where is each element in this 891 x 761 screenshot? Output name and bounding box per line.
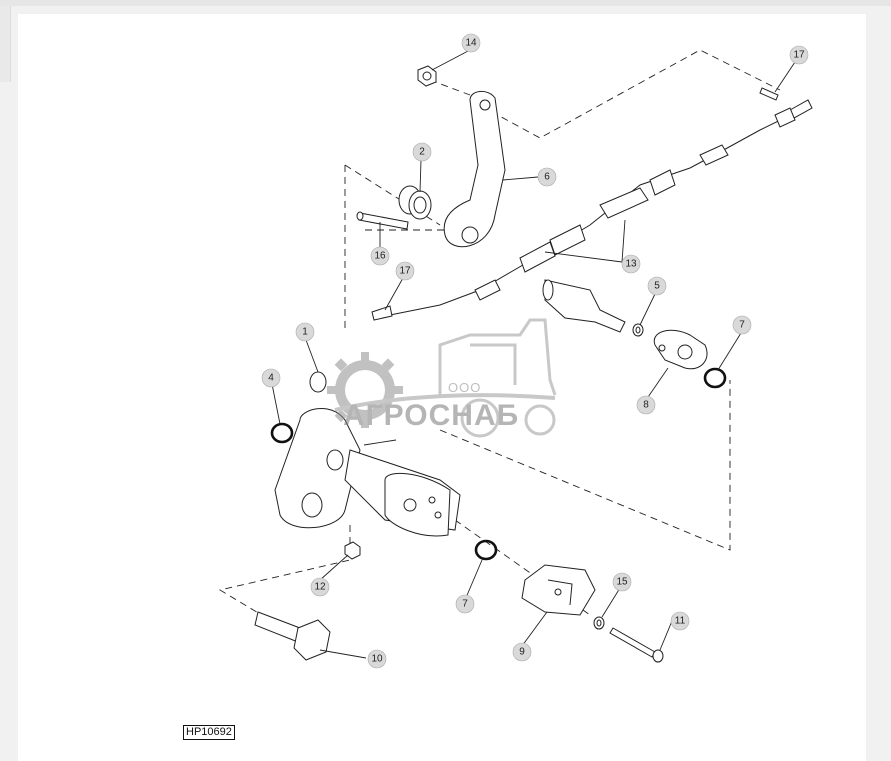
callout-6: 6 (537, 167, 557, 187)
part-16-pin (356, 211, 409, 230)
top-bar (0, 0, 891, 6)
svg-text:2: 2 (419, 147, 425, 158)
svg-text:4: 4 (268, 373, 274, 384)
svg-text:10: 10 (371, 654, 383, 665)
callout-7-right: 7 (732, 315, 752, 335)
part-8-flange-block (653, 329, 708, 370)
svg-text:17: 17 (793, 50, 805, 61)
callout-4: 4 (261, 368, 281, 388)
leader-lines (271, 49, 796, 659)
svg-text:9: 9 (519, 647, 525, 658)
part-2-bushing (398, 185, 432, 220)
callouts: 14 17 2 6 16 13 17 5 (261, 33, 809, 669)
part-10-hex-bolt (254, 611, 331, 661)
part-12-nut (344, 541, 361, 560)
callout-13: 13 (621, 254, 641, 274)
svg-text:11: 11 (675, 616, 686, 627)
svg-text:12: 12 (314, 582, 326, 593)
left-edge-strip (0, 6, 11, 82)
svg-text:8: 8 (643, 400, 649, 411)
lower-arm-assembly (274, 407, 461, 537)
callout-7-lower: 7 (455, 594, 475, 614)
callout-5: 5 (647, 276, 667, 296)
part-17-bolt-top (759, 87, 779, 101)
part-14-nut (417, 65, 437, 87)
svg-text:1: 1 (302, 327, 308, 338)
part-11-bolt (609, 627, 664, 663)
svg-text:13: 13 (625, 259, 637, 270)
callout-15: 15 (612, 572, 632, 592)
callout-14: 14 (461, 33, 481, 53)
svg-text:7: 7 (739, 320, 745, 331)
diagram-panel (18, 14, 866, 761)
callout-16: 16 (370, 246, 390, 266)
callout-11: 11 (670, 611, 690, 631)
svg-text:15: 15 (616, 577, 628, 588)
svg-text:6: 6 (544, 172, 550, 183)
watermark-name: АГРОСНАБ (343, 399, 519, 432)
figure-reference-label: HP10692 (183, 725, 235, 740)
callout-9: 9 (512, 642, 532, 662)
part-17-bolt-left (371, 305, 393, 321)
svg-text:14: 14 (465, 38, 477, 49)
watermark-company-type: ООО (448, 380, 481, 395)
part-13-cable (389, 99, 813, 316)
svg-text:17: 17 (399, 266, 411, 277)
part-5-washer (632, 323, 644, 337)
shaft-part (542, 279, 626, 333)
svg-text:5: 5 (654, 281, 660, 292)
callout-8: 8 (636, 395, 656, 415)
callout-17-top: 17 (789, 45, 809, 65)
svg-text:7: 7 (462, 599, 468, 610)
o-rings (270, 367, 727, 561)
callout-17-left: 17 (395, 261, 415, 281)
tractor-watermark-icon (438, 318, 557, 438)
callout-12: 12 (310, 577, 330, 597)
part-9-clevis-block (521, 564, 596, 616)
part-15-washer (593, 616, 605, 630)
part-6-lever-arm (443, 91, 506, 248)
callout-10: 10 (367, 649, 387, 669)
watermark-logo: ООО АГРОСНАБ (327, 318, 557, 438)
svg-text:16: 16 (374, 251, 386, 262)
callout-2: 2 (412, 142, 432, 162)
callout-1: 1 (295, 322, 315, 342)
